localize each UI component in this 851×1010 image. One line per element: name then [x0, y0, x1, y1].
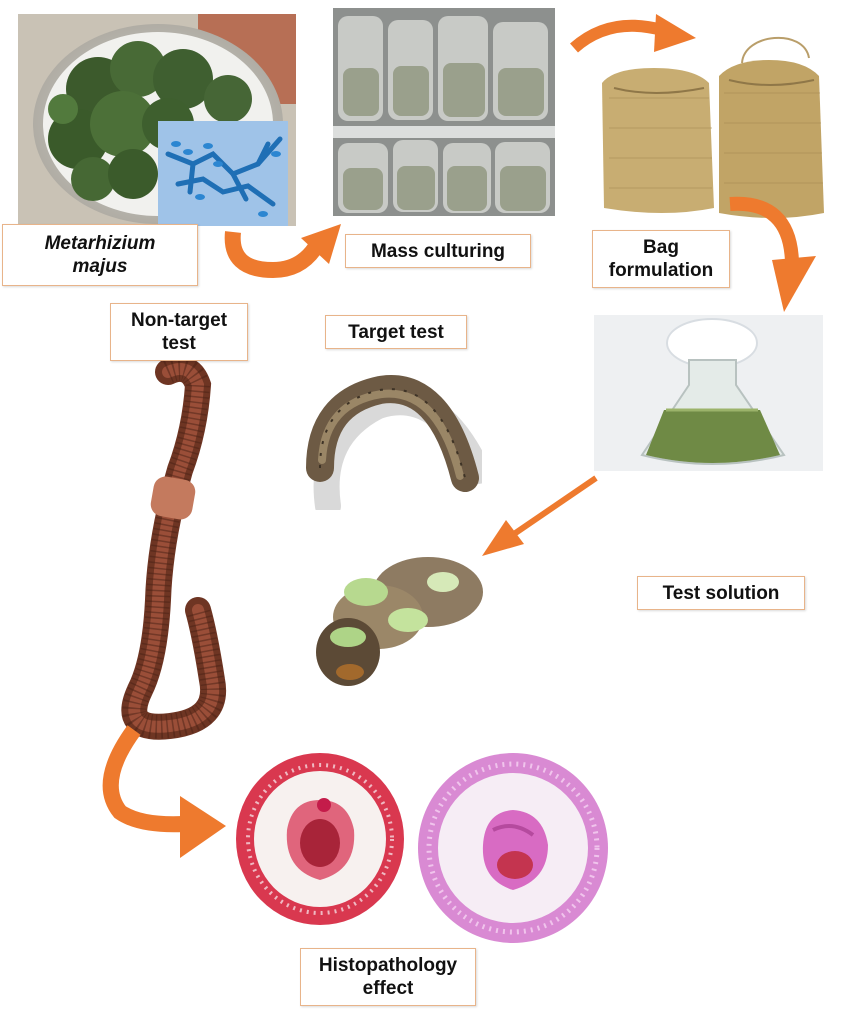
- label-test-solution-text: Test solution: [662, 582, 780, 604]
- label-test-solution: Test solution: [637, 576, 805, 610]
- label-histopathology: Histopathology effect: [300, 948, 476, 1006]
- arrow-to-infected-larva: [478, 474, 600, 562]
- bag-formulation-photo: [594, 18, 826, 220]
- label-non-target-test-text: Non-target test: [130, 310, 228, 354]
- infected-larva-photo: [288, 542, 488, 694]
- label-mass-culturing-text: Mass culturing: [370, 240, 506, 262]
- histology-section-control: [232, 745, 408, 929]
- label-organism-text: Metarhizium majus: [44, 233, 156, 277]
- arrow-to-mass-culturing: [215, 218, 345, 288]
- label-bag-formulation-text: Bag formulation: [608, 237, 714, 281]
- label-bag-formulation: Bag formulation: [592, 230, 730, 288]
- mass-culturing-photo: [333, 8, 555, 216]
- label-non-target-test: Non-target test: [110, 303, 248, 361]
- test-solution-flask-photo: [594, 315, 823, 471]
- label-mass-culturing: Mass culturing: [345, 234, 531, 268]
- fungal-culture-photo: [18, 14, 296, 226]
- label-target-test: Target test: [325, 315, 467, 349]
- arrow-to-flask: [720, 190, 820, 320]
- histology-section-treated: [413, 750, 613, 946]
- label-target-test-text: Target test: [348, 321, 444, 343]
- arrow-to-bag-formulation: [570, 2, 700, 60]
- arrow-to-histology: [92, 722, 232, 862]
- earthworm-photo: [80, 360, 230, 740]
- label-histopathology-text: Histopathology effect: [318, 955, 458, 999]
- larva-target-photo: [300, 368, 482, 510]
- label-organism: Metarhizium majus: [2, 224, 198, 286]
